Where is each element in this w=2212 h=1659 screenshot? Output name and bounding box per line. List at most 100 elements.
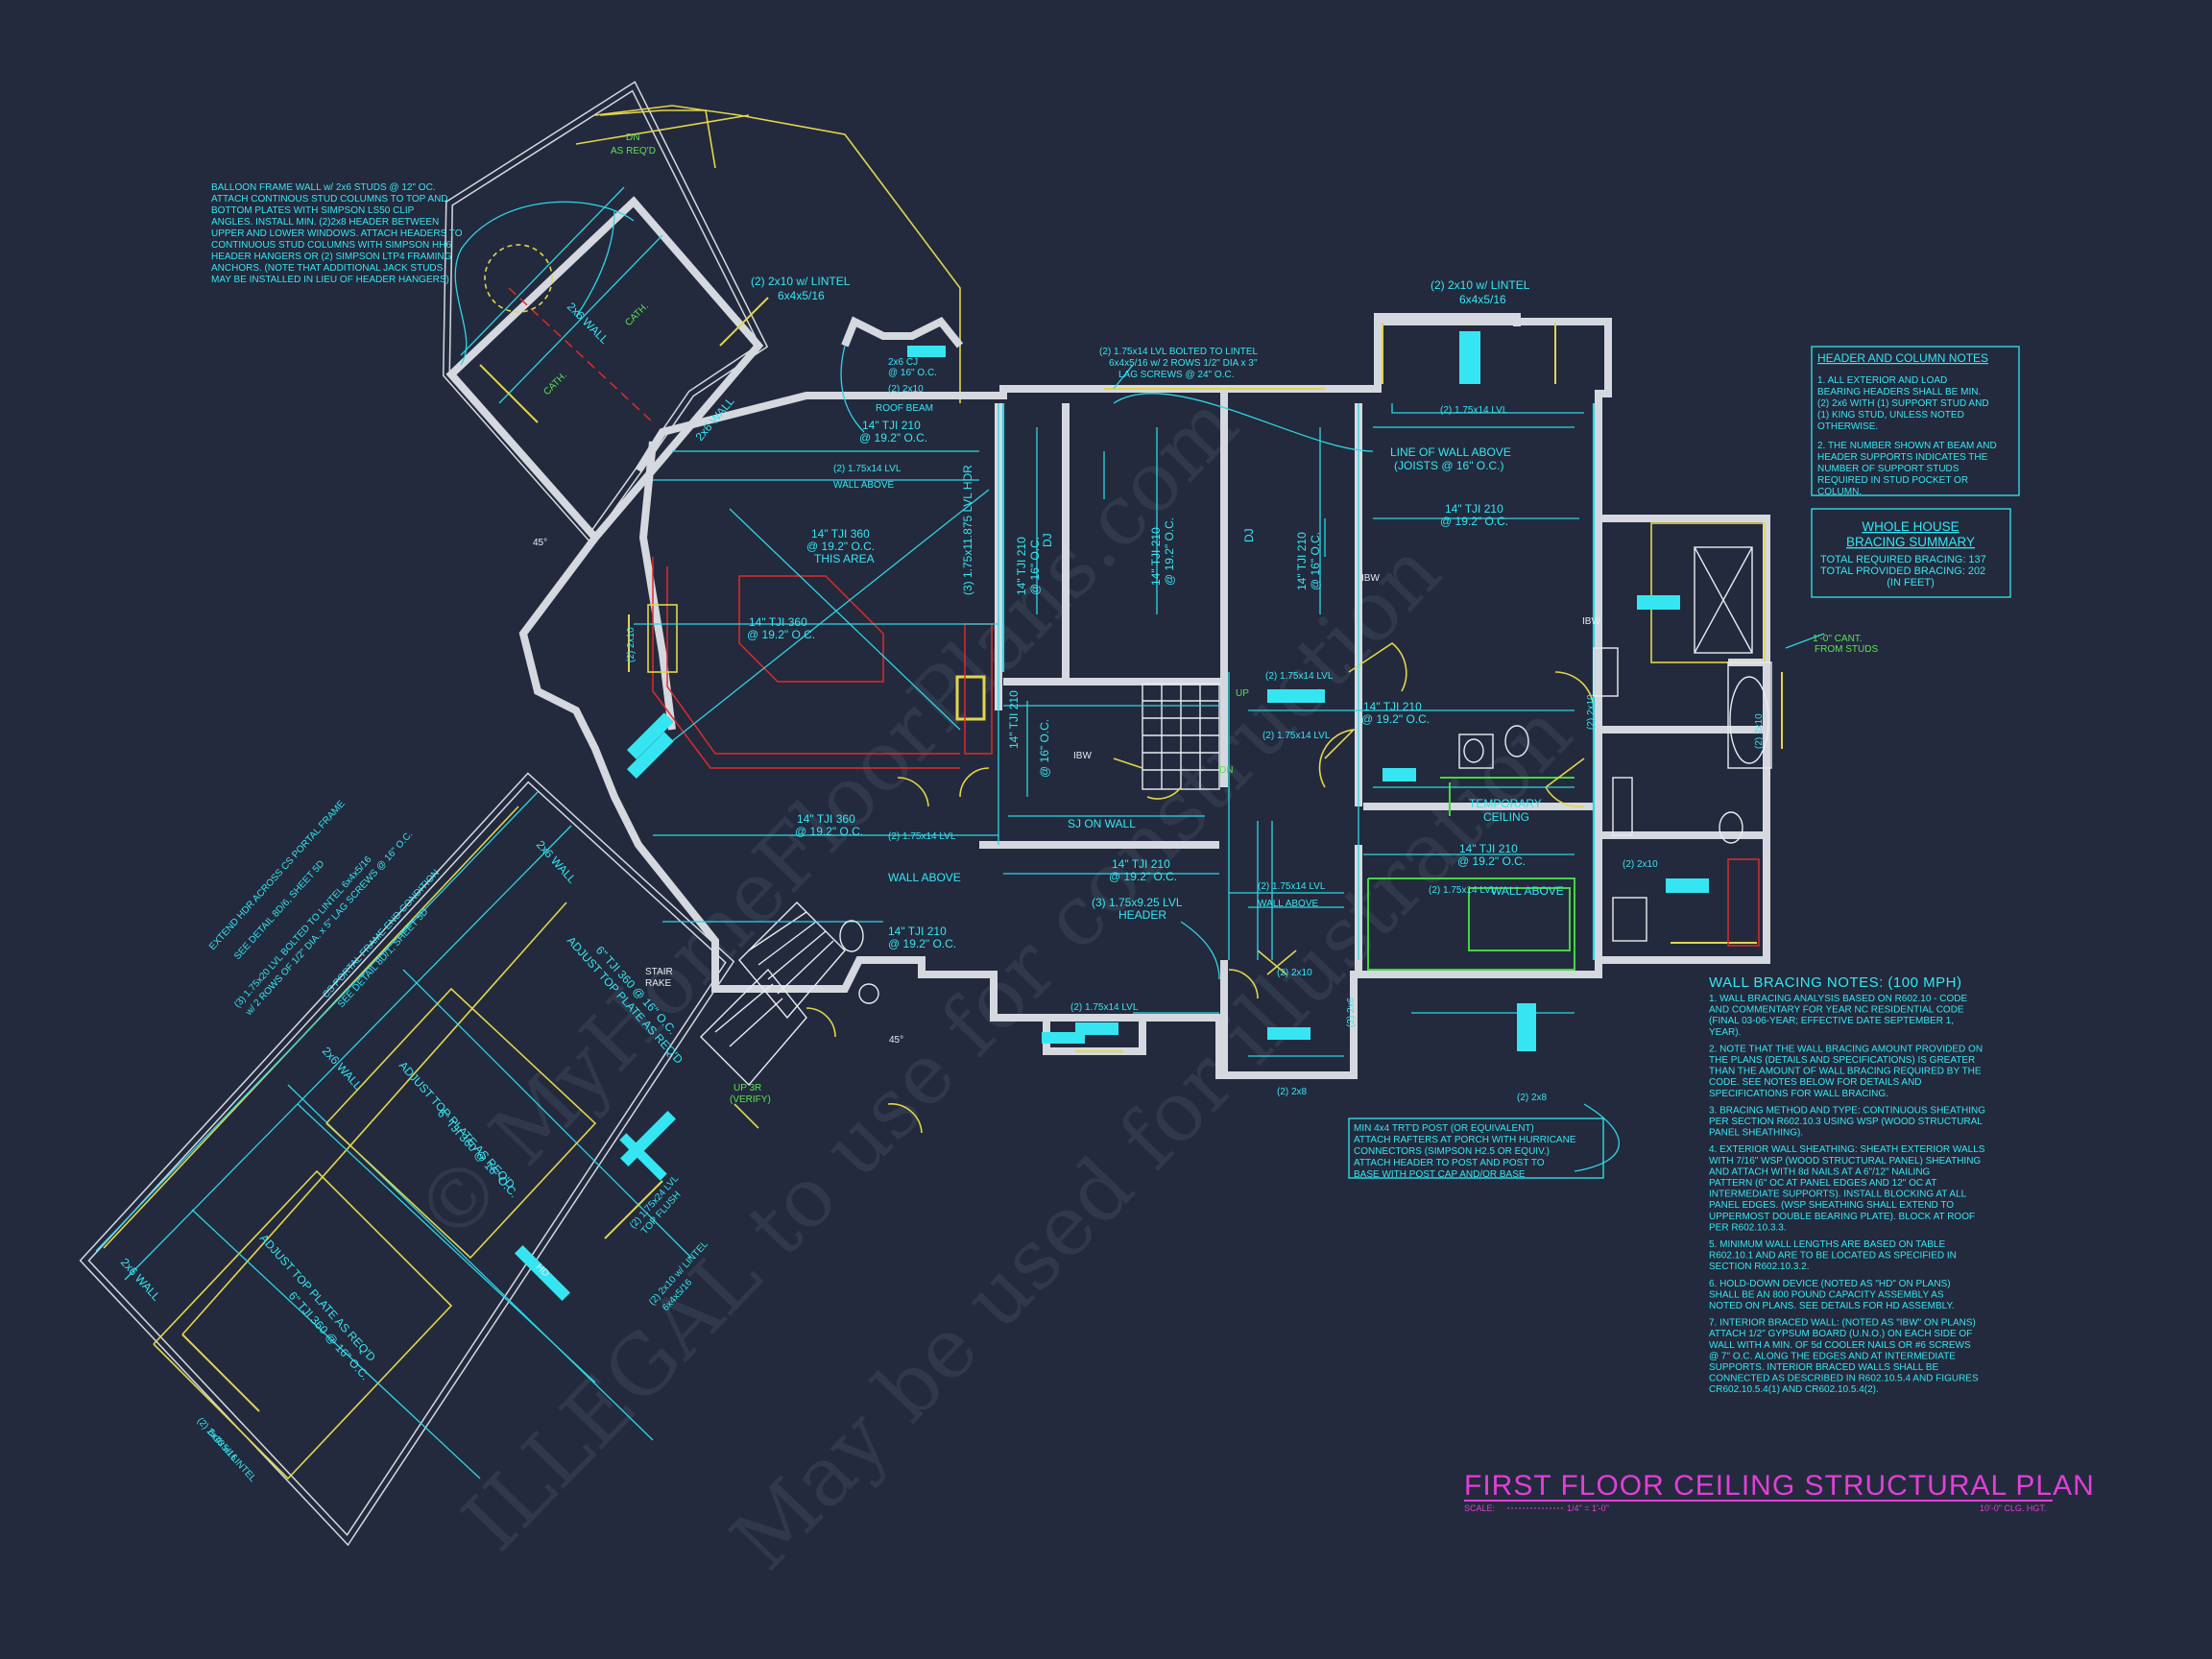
wall-bracing-line: @ 7" O.C. ALONG THE EDGES AND AT INTERME… xyxy=(1709,1351,1956,1361)
label-cant-1: 1'-0" CANT. xyxy=(1813,634,1863,644)
balloon-note-9: MAY BE INSTALLED IN LIEU OF HEADER HANGE… xyxy=(211,275,449,285)
label-tji210-h-1: 14" TJI 210 xyxy=(1112,857,1170,871)
label-lintel-a-2: 6x4x5/16 xyxy=(778,289,825,302)
header-notes-line-4: (1) KING STUD, UNLESS NOTED xyxy=(1817,410,1964,421)
label-2x6-wall-g1: 2x6 WALL xyxy=(534,838,579,886)
header-notes-line-10: REQUIRED IN STUD POCKET OR xyxy=(1817,475,1968,486)
label-lintel-d-2: 6x4x5/16 xyxy=(205,1428,240,1464)
wall-bracing-line: YEAR). xyxy=(1709,1027,1741,1038)
label-lvl-214-c: (2) 1.75x14 LVL xyxy=(1262,731,1331,741)
wall-bracing-line: CR602.10.5.4(1) AND CR602.10.5.4(2). xyxy=(1709,1384,1879,1395)
label-2x8-b: (2) 2x8 xyxy=(1517,1093,1548,1103)
label-bolted-3: LAG SCREWS @ 24" O.C. xyxy=(1118,370,1234,380)
bracing-summary: WHOLE HOUSE BRACING SUMMARY TOTAL REQUIR… xyxy=(1811,508,2011,598)
garage-wing: HD xyxy=(79,772,735,1547)
wall-bracing-line: (FINAL 03-06-YEAR; EFFECTIVE DATE SEPTEM… xyxy=(1709,1016,1954,1026)
wall-bracing-line: NOTED ON PLANS. SEE DETAILS FOR HD ASSEM… xyxy=(1709,1301,1955,1311)
label-tji210-a-2: @ 19.2" O.C. xyxy=(859,431,927,445)
green-lines xyxy=(1367,777,1575,971)
label-lintel-b-2: 6x4x5/16 xyxy=(1459,293,1506,306)
label-wall-above-d: WALL ABOVE xyxy=(1491,884,1564,898)
stairs xyxy=(700,683,1220,1087)
wall-bracing-line: WITH 7/16" WSP (WOOD STRUCTURAL PANEL) S… xyxy=(1709,1156,1981,1166)
label-portal-end-2: SEE DETAIL 8D/1, SHEET 5D xyxy=(336,906,430,1010)
label-temp-ceiling-1: TEMPORARY xyxy=(1469,797,1542,810)
wall-bracing-line: INTERMEDIATE SUPPORTS). INSTALL BLOCKING… xyxy=(1709,1190,1967,1200)
balloon-note-5: UPPER AND LOWER WINDOWS. ATTACH HEADERS … xyxy=(211,228,463,239)
label-2x8-a: (2) 2x8 xyxy=(1277,1087,1308,1097)
label-lvl-hdr2-1: (3) 1.75x9.25 LVL xyxy=(1092,896,1183,909)
porch-note-5: BASE WITH POST CAP AND/OR BASE xyxy=(1354,1169,1526,1180)
label-lvl-214-g: (2) 1.75x14 LVL xyxy=(1070,1002,1139,1013)
header-notes-line-7: 2. THE NUMBER SHOWN AT BEAM AND xyxy=(1817,441,1997,451)
label-dn: DN xyxy=(626,132,639,143)
porch-note-1: MIN 4x4 TRT'D POST (OR EQUIVALENT) xyxy=(1354,1123,1534,1134)
header-notes-line-9: NUMBER OF SUPPORT STUDS xyxy=(1817,464,1960,474)
label-tji210-c-2: @ 19.2" O.C. xyxy=(1163,517,1176,586)
balloon-note-4: ANGLES. INSTALL MIN. (2)2x8 HEADER BETWE… xyxy=(211,217,439,228)
title-block: FIRST FLOOR CEILING STRUCTURAL PLAN SCAL… xyxy=(1464,1470,2094,1513)
label-up: UP xyxy=(1236,688,1249,699)
label-stair-rake-2: RAKE xyxy=(645,978,672,989)
wall-bracing-line: AND ATTACH WITH 8d NAILS AT A 6"/12" NAI… xyxy=(1709,1166,1931,1177)
label-angle-b: 45° xyxy=(889,1035,903,1046)
label-adjust-3: ADJUST TOP PLATE AS REQ'D xyxy=(257,1232,379,1364)
header-blocks xyxy=(626,331,1709,1051)
wall-bracing-line: UPPERMOST DOUBLE BEARING PLATE). BLOCK A… xyxy=(1709,1212,1975,1222)
label-bolted-2: 6x4x5/16 w/ 2 ROWS 1/2" DIA x 3" xyxy=(1109,358,1258,369)
label-temp-ceiling-2: CEILING xyxy=(1483,810,1529,824)
label-ibw-a: IBW xyxy=(1361,573,1380,584)
label-wall-above-a: WALL ABOVE xyxy=(833,480,895,491)
label-tji210-e-1: 14" TJI 210 xyxy=(1363,700,1422,713)
header-notes-line-2: BEARING HEADERS SHALL BE MIN. xyxy=(1817,387,1981,397)
label-2x6-wall-top: 2x6 WALL xyxy=(565,300,612,347)
label-tji210-i-2: @ 19.2" O.C. xyxy=(1457,854,1526,868)
wall-bracing-line: THE PLANS (DETAILS AND SPECIFICATIONS) I… xyxy=(1709,1055,1975,1066)
label-lvl-hdr2-2: HEADER xyxy=(1118,908,1166,922)
label-lvl-214-top: (2) 1.75x14 LVL xyxy=(1440,405,1508,416)
porch-note-4: ATTACH HEADER TO POST AND POST TO xyxy=(1354,1158,1545,1168)
label-tji210-c-1: 14" TJI 210 xyxy=(1149,527,1163,586)
header-notes-line-5: OTHERWISE. xyxy=(1817,421,1878,432)
label-tji360-area-3: THIS AREA xyxy=(814,552,875,565)
balloon-note-1: BALLOON FRAME WALL w/ 2x6 STUDS @ 12" OC… xyxy=(211,182,436,193)
bracing-summary-title-1: WHOLE HOUSE xyxy=(1862,519,1959,534)
windows xyxy=(628,323,1783,1052)
label-tji210-f-2: @ 16" O.C. xyxy=(1038,719,1051,778)
label-tji210-16-b-2: @ 16" O.C. xyxy=(1309,532,1322,590)
wall-bracing-line: PATTERN (6" OC AT PANEL EDGES AND 12" OC… xyxy=(1709,1178,1936,1189)
label-tji210-h-2: @ 19.2" O.C. xyxy=(1109,870,1177,883)
wall-bracing-line: SUPPORTS. INTERIOR BRACED WALLS SHALL BE xyxy=(1709,1362,1938,1373)
wall-bracing-notes: WALL BRACING NOTES: (100 MPH) 1. WALL BR… xyxy=(1709,974,1985,1395)
label-dj-a: DJ xyxy=(1041,533,1054,547)
wall-bracing-title: WALL BRACING NOTES: (100 MPH) xyxy=(1709,974,1961,991)
bracing-unit: (IN FEET) xyxy=(1887,577,1935,589)
wall-bracing-line: PANEL EDGES. (WSP SHEATHING SHALL EXTEND… xyxy=(1709,1200,1954,1211)
label-stair-rake-1: STAIR xyxy=(645,967,673,977)
label-up-verify-1: UP 3R xyxy=(733,1083,761,1094)
wall-bracing-line: 2. NOTE THAT THE WALL BRACING AMOUNT PRO… xyxy=(1709,1044,1983,1054)
label-tji210-g-1: 14" TJI 210 xyxy=(888,925,947,938)
wall-bracing-line: ATTACH 1/2" GYPSUM BOARD (U.N.O.) ON EAC… xyxy=(1709,1329,1972,1339)
label-roof-beam: ROOF BEAM xyxy=(876,403,933,414)
porch-note: MIN 4x4 TRT'D POST (OR EQUIVALENT) ATTAC… xyxy=(1348,1118,1604,1180)
wall-bracing-line: PER R602.10.3.3. xyxy=(1709,1222,1787,1233)
label-lvl-214-d: (2) 1.75x14 LVL xyxy=(888,831,956,842)
label-tji360-c-1: 14" TJI 360 xyxy=(797,812,855,826)
label-angle-a: 45° xyxy=(533,538,547,548)
label-lintel-b-1: (2) 2x10 w/ LINTEL xyxy=(1431,278,1530,292)
label-lintel-a-1: (2) 2x10 w/ LINTEL xyxy=(751,275,851,288)
ceiling-height: 10'-0" CLG. HGT. xyxy=(1980,1503,2046,1513)
label-ibw-b: IBW xyxy=(1582,616,1600,627)
wall-bracing-line: THAN THE AMOUNT OF WALL BRACING REQUIRED… xyxy=(1709,1067,1982,1077)
label-tji360-area-2: @ 19.2" O.C. xyxy=(806,540,875,553)
label-up-verify-2: (VERIFY) xyxy=(730,1094,771,1105)
wall-bracing-line: 1. WALL BRACING ANALYSIS BASED ON R602.1… xyxy=(1709,994,1967,1004)
label-tji210-i-1: 14" TJI 210 xyxy=(1459,842,1518,855)
label-wall-above-c: WALL ABOVE xyxy=(1258,899,1319,909)
bracing-summary-title-2: BRACING SUMMARY xyxy=(1846,535,1975,549)
wall-bracing-line: PER SECTION R602.10.3 USING WSP (WOOD ST… xyxy=(1709,1117,1983,1127)
label-tji360-area-1: 14" TJI 360 xyxy=(811,527,870,541)
label-sj-on-wall: SJ ON WALL xyxy=(1068,817,1136,830)
